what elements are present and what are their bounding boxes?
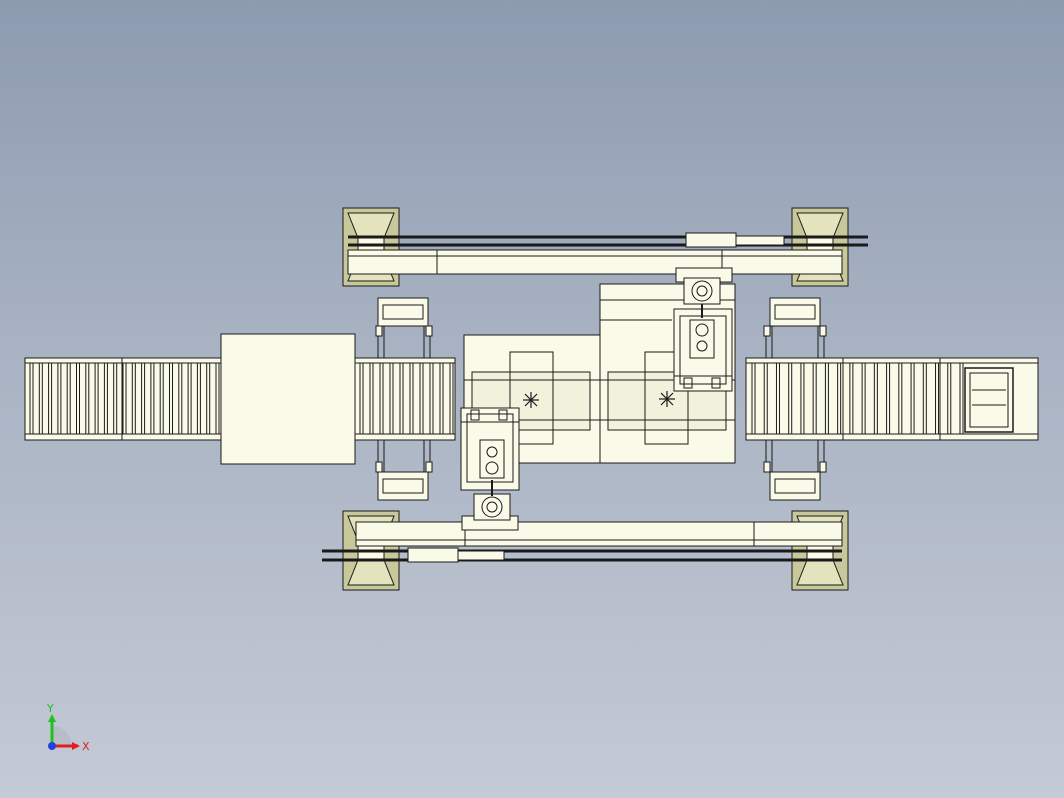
bottom-gantry <box>322 493 849 591</box>
clamp-bottom-right <box>763 440 827 501</box>
left-feeder-box <box>220 333 356 465</box>
axis-y-label: Y <box>46 702 54 715</box>
clamp-top-right <box>763 297 827 358</box>
coordinate-triad-icon: X Y <box>46 702 90 753</box>
axis-x-label: X <box>82 740 90 753</box>
fixture-marker-icon <box>659 391 675 407</box>
left-roller-conveyor <box>24 357 222 441</box>
fixture-marker-icon <box>523 392 539 408</box>
robot-left-gripper <box>460 407 520 496</box>
left-inner-conveyor <box>354 357 456 441</box>
top-gantry <box>342 207 868 305</box>
clamp-bottom-left <box>375 440 433 501</box>
robot-right-gripper <box>673 304 733 392</box>
right-roller-conveyor <box>745 357 1039 441</box>
clamp-top-left <box>375 297 433 358</box>
